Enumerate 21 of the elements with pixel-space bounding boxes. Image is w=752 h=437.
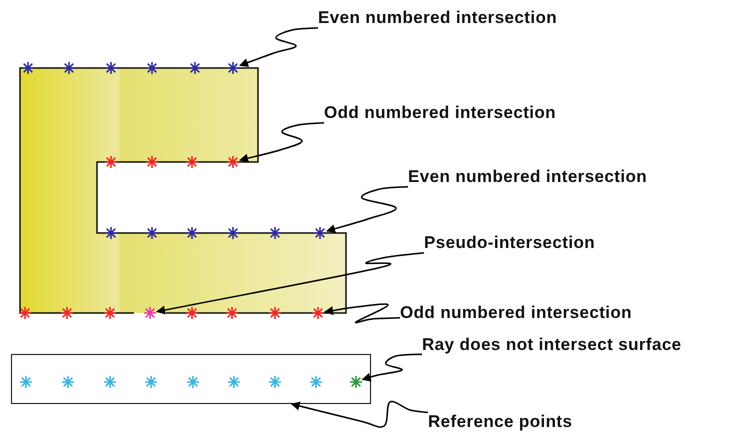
- callout-label: Reference points: [428, 412, 572, 432]
- asterisk-marker: [313, 226, 327, 240]
- leader-arrow: [290, 400, 428, 428]
- asterisk-marker: [226, 155, 240, 169]
- callout-label: Ray does not intersect surface: [422, 335, 682, 355]
- leader-arrow: [239, 27, 318, 67]
- asterisk-marker: [226, 61, 240, 75]
- asterisk-marker: [348, 374, 362, 388]
- leader-arrow: [326, 186, 408, 234]
- leader-arrow: [239, 122, 324, 163]
- leader-arrow: [156, 252, 424, 314]
- reference-box: [11, 354, 371, 404]
- callout-label: Odd numbered intersection: [400, 303, 632, 323]
- callout-label: Pseudo-intersection: [424, 233, 596, 253]
- callout-label: Even numbered intersection: [408, 167, 648, 187]
- leader-arrow: [362, 353, 422, 382]
- asterisk-marker: [143, 306, 157, 320]
- callout-label: Odd numbered intersection: [324, 103, 556, 123]
- leader-arrow: [324, 303, 400, 324]
- callout-label: Even numbered intersection: [318, 8, 558, 28]
- asterisk-marker: [311, 306, 325, 320]
